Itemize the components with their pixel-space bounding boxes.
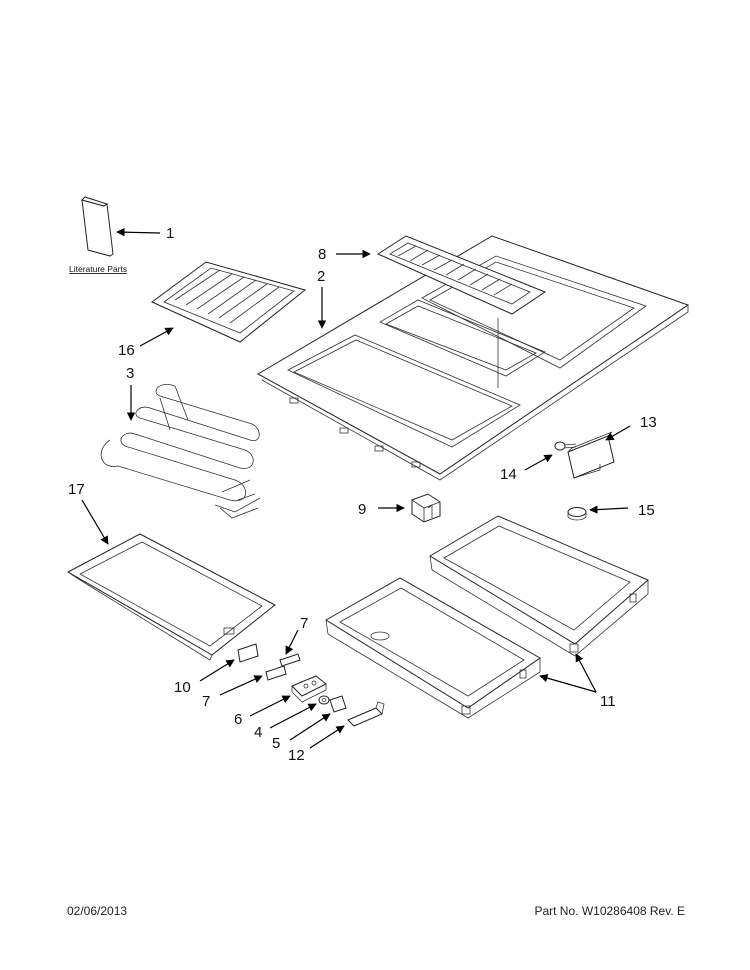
callout-7-lower: 7 <box>202 693 210 710</box>
callout-17: 17 <box>68 481 85 498</box>
drip-pan: 17 <box>66 481 276 661</box>
plug: 15 <box>567 502 655 521</box>
foot-block: 9 <box>358 493 441 523</box>
broiler-grid: 16 <box>118 261 307 359</box>
callout-14: 14 <box>500 466 517 483</box>
callout-2: 2 <box>317 268 325 285</box>
callout-16: 16 <box>118 342 135 359</box>
callout-5: 5 <box>272 735 280 752</box>
footer-part-number: Part No. W10286408 Rev. E <box>534 904 685 918</box>
tray-front: 11 <box>325 577 616 719</box>
literature-parts-label: Literature Parts <box>69 264 127 274</box>
callout-3: 3 <box>126 365 134 382</box>
literature-booklet: 1 Literature Parts <box>69 196 174 274</box>
clip-block: 5 <box>272 695 347 752</box>
spring-clips: 7 7 <box>202 615 308 710</box>
heating-element: 3 <box>100 365 261 519</box>
mounting-bracket: 13 <box>567 414 657 479</box>
screw: 14 <box>500 441 577 483</box>
callout-10: 10 <box>174 679 191 696</box>
callout-4: 4 <box>254 724 262 741</box>
callout-7-upper: 7 <box>300 615 308 632</box>
tray-rear <box>429 515 649 657</box>
knob-ring: 4 <box>254 695 330 741</box>
callout-1: 1 <box>166 225 174 242</box>
footer-date: 02/06/2013 <box>67 904 128 918</box>
callout-11: 11 <box>600 693 616 710</box>
callout-6: 6 <box>234 711 242 728</box>
callout-8: 8 <box>318 246 326 263</box>
cooktop-main-top: 2 <box>256 235 690 481</box>
control-switch: 6 <box>234 675 327 728</box>
strap-bracket: 12 <box>288 701 385 764</box>
callout-15: 15 <box>638 502 655 519</box>
callout-13: 13 <box>640 414 657 431</box>
small-pad: 10 <box>174 643 259 696</box>
callout-9: 9 <box>358 501 366 518</box>
vent-grille: 8 <box>318 235 547 388</box>
callout-12: 12 <box>288 747 305 764</box>
